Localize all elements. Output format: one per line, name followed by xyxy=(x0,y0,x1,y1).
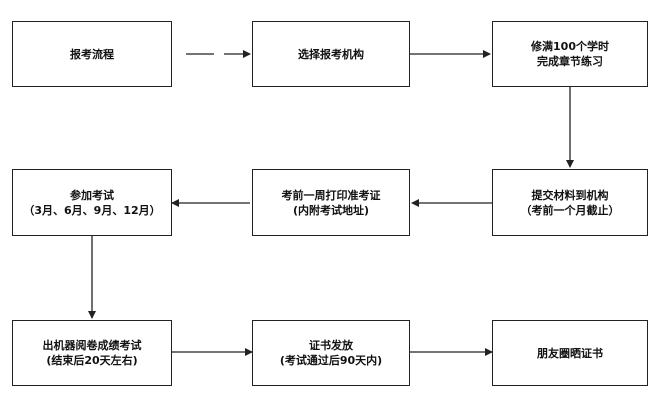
step-box-2: 选择报考机构 xyxy=(252,21,410,87)
step-4-label-line1: 提交材料到机构 xyxy=(531,188,609,202)
step-9-label: 朋友圈晒证书 xyxy=(537,346,603,360)
step-box-5: 考前一周打印准考证 (内附考试地址) xyxy=(252,169,410,236)
step-box-9: 朋友圈晒证书 xyxy=(492,320,648,386)
step-box-1: 报考流程 xyxy=(12,21,172,87)
step-1-label: 报考流程 xyxy=(70,47,114,61)
step-box-7: 出机器阅卷成绩考试 (结束后20天左右) xyxy=(12,320,172,386)
step-box-3: 修满100个学时 完成章节练习 xyxy=(492,21,648,87)
step-4-label-line2: （考前一个月截止） xyxy=(520,203,620,217)
step-6-label-line2: （3月、6月、9月、12月） xyxy=(23,203,161,217)
step-7-label-line2: (结束后20天左右) xyxy=(46,354,138,367)
step-8-label-line1: 证书发放 xyxy=(309,339,353,352)
step-box-4: 提交材料到机构 （考前一个月截止） xyxy=(492,169,648,236)
step-8-label-line2: (考试通过后90天内) xyxy=(279,354,383,367)
step-2-label: 选择报考机构 xyxy=(298,47,364,61)
step-3-label-line2: 完成章节练习 xyxy=(537,55,603,68)
step-box-6: 参加考试 （3月、6月、9月、12月） xyxy=(12,169,172,236)
step-5-label-line2: (内附考试地址) xyxy=(292,203,370,217)
step-5-label-line1: 考前一周打印准考证 xyxy=(281,188,381,202)
step-7-label-line1: 出机器阅卷成绩考试 xyxy=(42,339,142,352)
step-box-8: 证书发放 (考试通过后90天内) xyxy=(252,320,410,386)
step-6-label-line1: 参加考试 xyxy=(70,188,114,202)
step-3-label-line1: 修满100个学时 xyxy=(531,40,609,53)
